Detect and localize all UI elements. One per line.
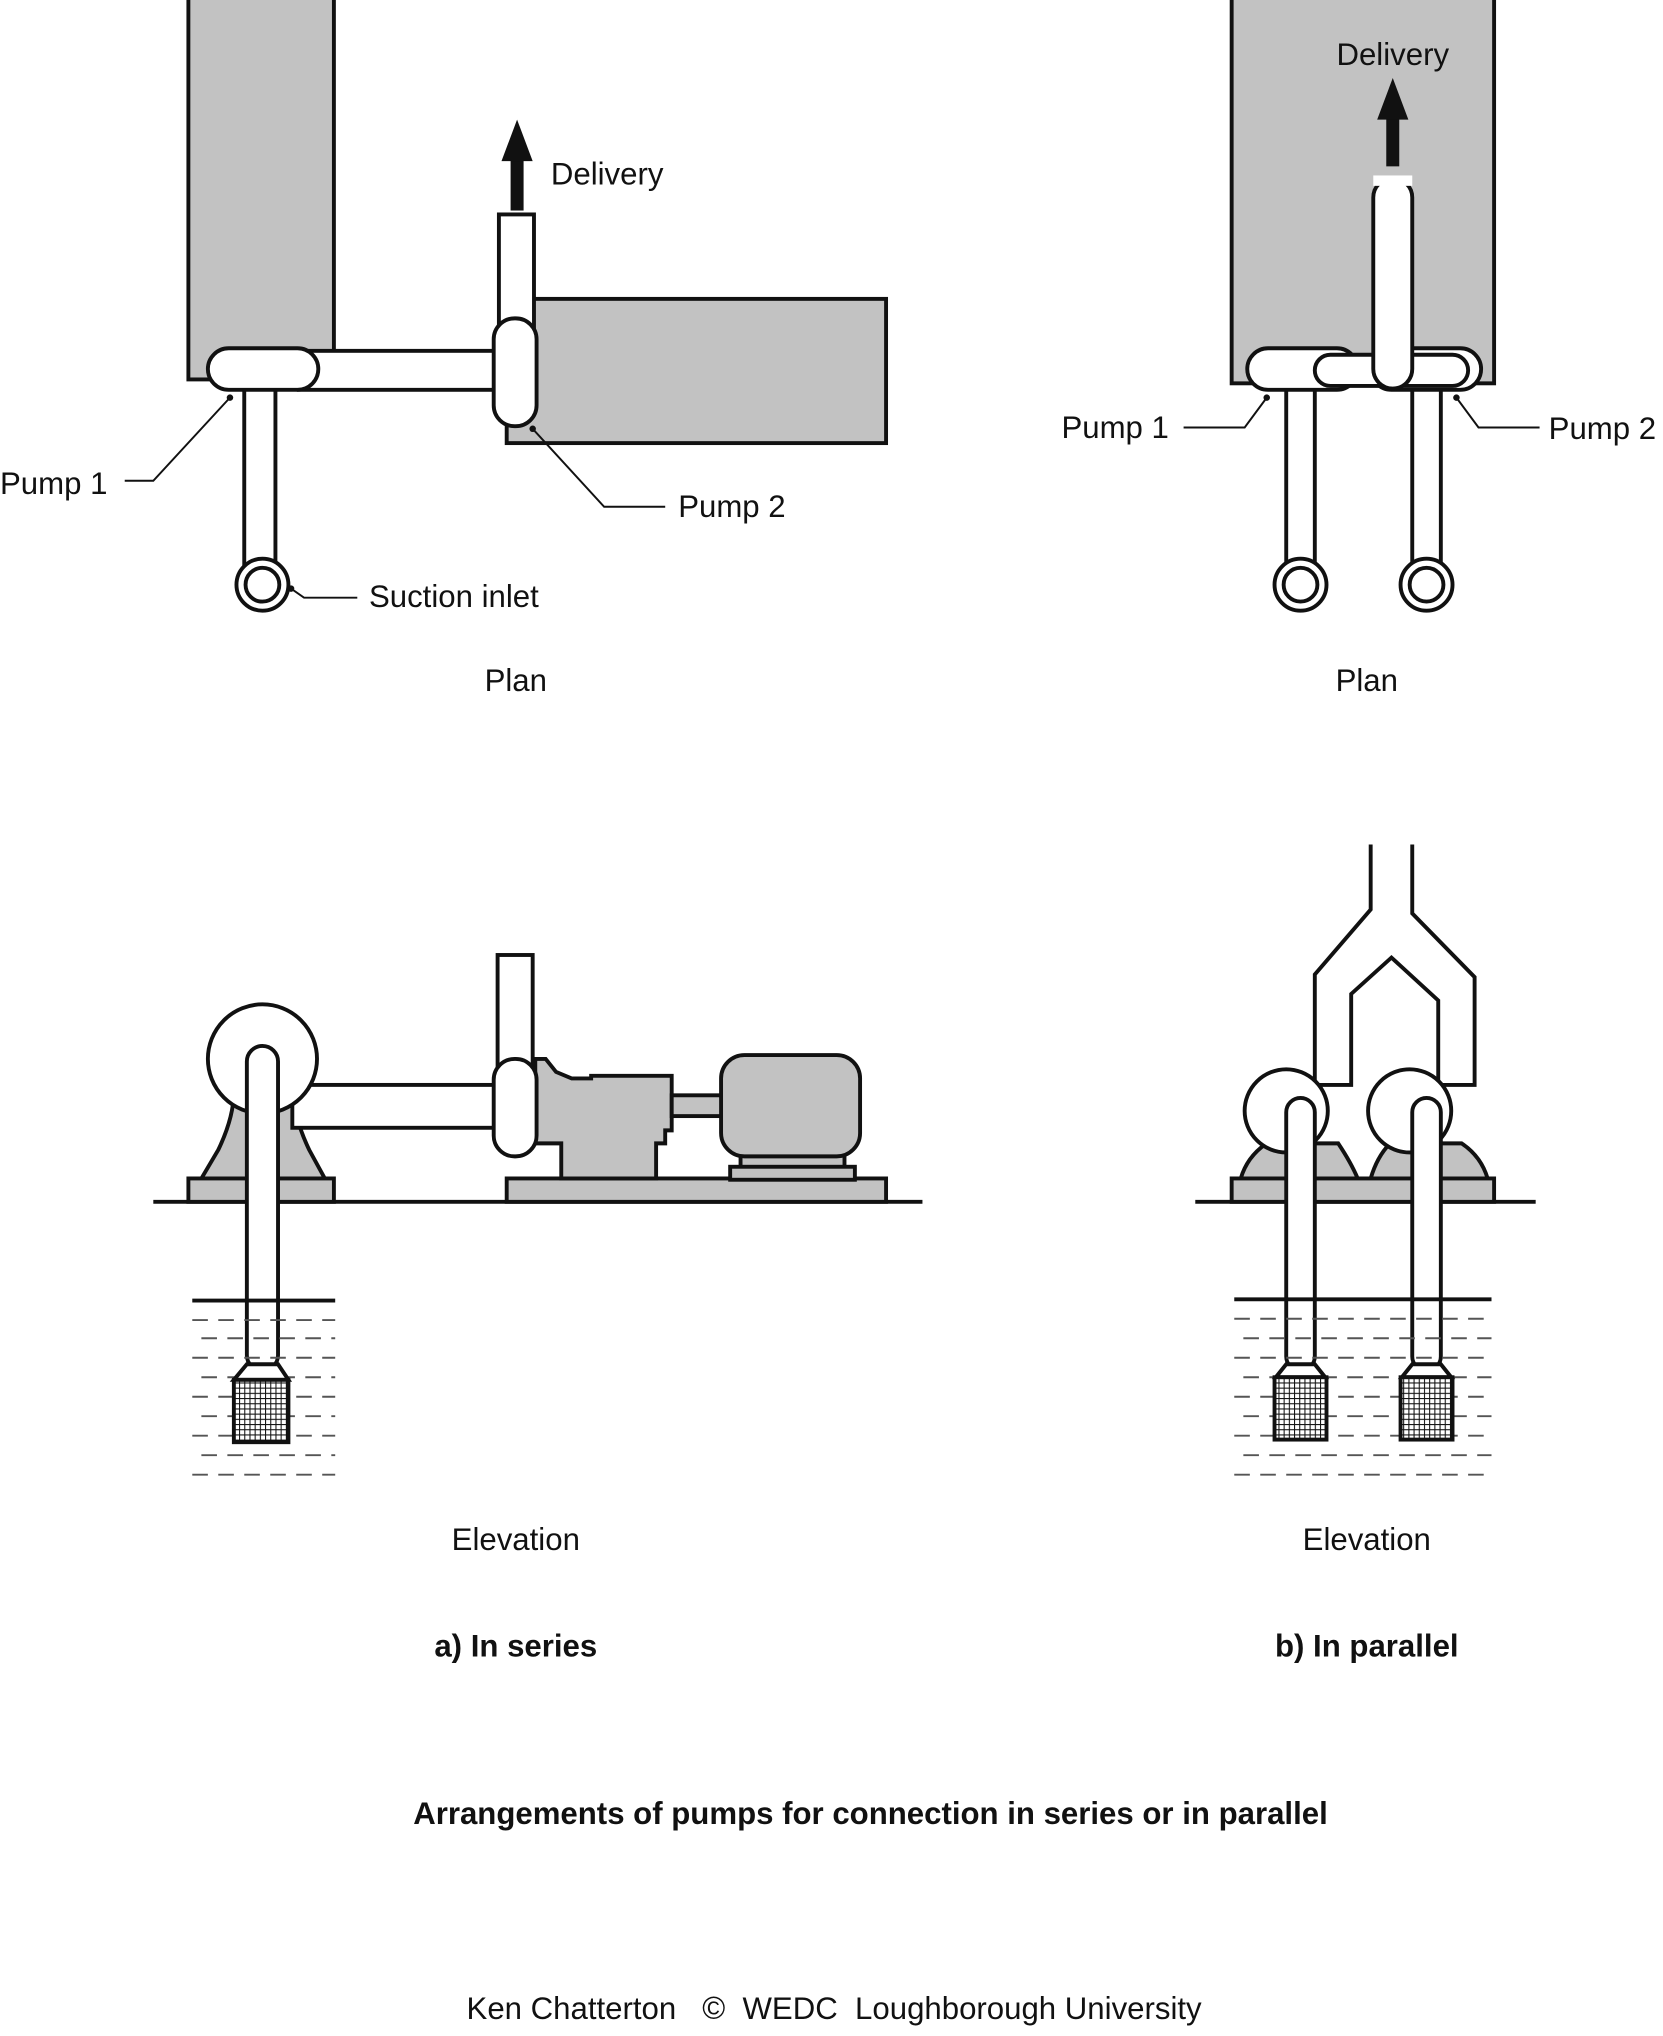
- pump-2-label: Pump 2: [678, 489, 785, 524]
- connecting-pipe: [296, 348, 503, 392]
- parallel-caption: b) In parallel: [1275, 1629, 1459, 1664]
- delivery-arrow-icon: [501, 119, 533, 211]
- pump-2-label: Pump 2: [1549, 411, 1656, 446]
- suction-pipe-1: [1284, 1095, 1317, 1373]
- suction-pipe: [244, 1043, 280, 1373]
- base: [1229, 1176, 1497, 1204]
- strainer-2: [1398, 1375, 1455, 1442]
- pump-2: [491, 316, 539, 429]
- series-caption: a) In series: [434, 1629, 597, 1664]
- pump-2: [491, 1056, 539, 1159]
- delivery-arrow-icon: [1377, 78, 1409, 167]
- tank-1: [186, 0, 336, 382]
- pump-2-housing: [533, 1056, 674, 1181]
- motor: [719, 1053, 863, 1159]
- pump-2-base: [504, 1176, 889, 1204]
- delivery-label: Delivery: [1336, 37, 1449, 72]
- suction-pipe-2: [1410, 1095, 1443, 1373]
- delivery-pipe: [495, 953, 535, 1081]
- pump-1: [205, 346, 321, 392]
- parallel-plan: Delivery Pump 1 Pump 2 Plan: [1061, 0, 1656, 698]
- shaft: [669, 1093, 729, 1119]
- plan-label: Plan: [1336, 663, 1398, 698]
- series-plan: Delivery Pump 1 Pump 2 Suction inlet Pla…: [0, 0, 889, 698]
- connecting-pipe: [290, 1082, 503, 1130]
- credit: Ken Chatterton © WEDC Loughborough Unive…: [467, 1991, 1202, 2026]
- elevation-label: Elevation: [1303, 1522, 1431, 1557]
- suction-inlet-label: Suction inlet: [369, 579, 539, 614]
- pump-1-label: Pump 1: [1061, 410, 1168, 445]
- parallel-elevation: Elevation: [1195, 844, 1536, 1557]
- series-elevation: Elevation: [153, 953, 923, 1557]
- suction-pipe: [242, 381, 278, 581]
- delivery-pipe: [1371, 176, 1415, 391]
- strainer-1: [1272, 1375, 1329, 1442]
- delivery-label: Delivery: [551, 157, 664, 192]
- elevation-label: Elevation: [452, 1522, 580, 1557]
- figure-title: Arrangements of pumps for connection in …: [413, 1796, 1328, 1831]
- y-delivery-pipe: [1312, 844, 1477, 1087]
- plan-label: Plan: [485, 663, 547, 698]
- pump-1-label: Pump 1: [0, 466, 107, 501]
- strainer: [231, 1377, 291, 1445]
- tank-2: [504, 296, 889, 446]
